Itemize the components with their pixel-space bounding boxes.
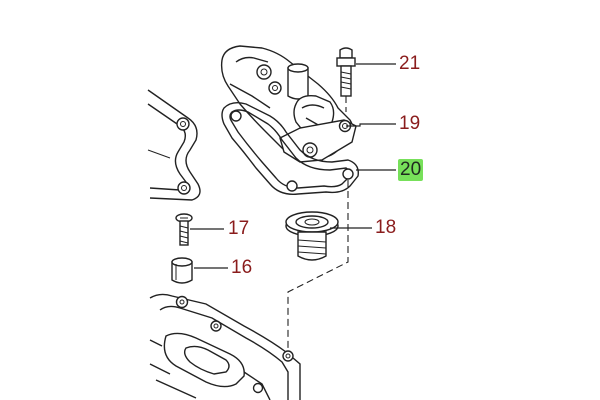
callout-21: 21: [399, 53, 421, 74]
thermostat-cover: [220, 45, 357, 163]
thermostat-part-18: [285, 211, 339, 261]
callout-19: 19: [399, 113, 421, 134]
leader-lines: [190, 63, 396, 269]
callout-18: 18: [375, 217, 397, 238]
cylinder-head-block: [149, 293, 301, 400]
screw-part-17: [175, 213, 193, 246]
bolt-part-21: [336, 47, 356, 97]
callout-16: 16: [231, 257, 253, 278]
left-cover-gasket: [147, 89, 201, 201]
callout-17: 17: [228, 218, 250, 239]
sleeve-part-16: [171, 257, 193, 284]
assembly-center-lines: [287, 96, 349, 350]
callout-20-highlighted[interactable]: 20: [398, 159, 424, 181]
gasket-part-20: [221, 101, 359, 195]
